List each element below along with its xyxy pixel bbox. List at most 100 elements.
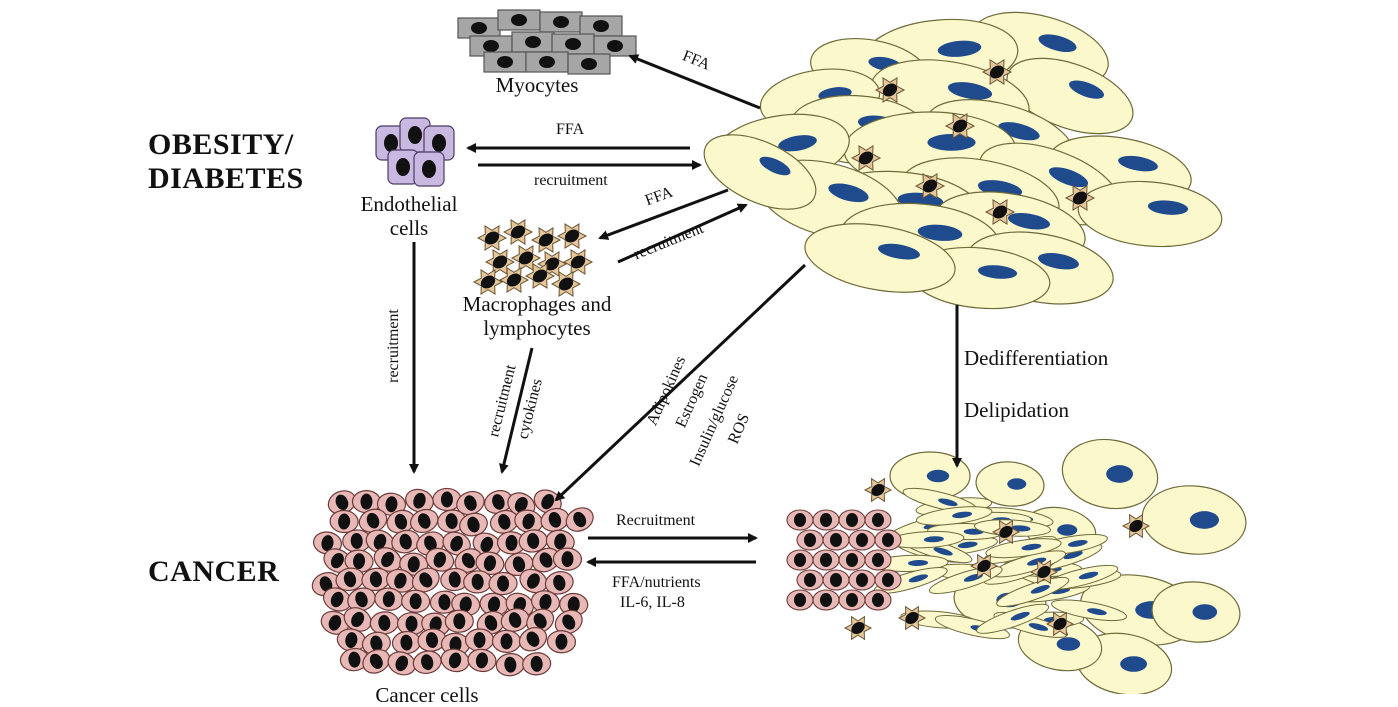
- cancer-cell-nucleus: [464, 495, 477, 511]
- myocyte-nucleus: [525, 36, 541, 48]
- stromal-cell-nucleus: [871, 483, 885, 497]
- cancer-cell-nucleus: [497, 575, 510, 592]
- cancer-cell-nucleus: [440, 491, 453, 508]
- cancer-cell-nucleus: [539, 552, 553, 568]
- cancer-cell-nucleus: [514, 497, 528, 513]
- adipocyte-nucleus: [1120, 656, 1148, 672]
- cancer-cell-nucleus: [794, 553, 806, 567]
- cancer-cell-nucleus: [405, 615, 418, 632]
- cancer-cell-nucleus: [555, 633, 568, 650]
- cancer-cell-nucleus: [328, 615, 342, 631]
- cancer-cell-nucleus: [856, 573, 868, 587]
- adipocyte-cell: [703, 134, 817, 210]
- arrow-macrophages-to-adipose: [617, 203, 748, 264]
- cancer-cell-nucleus: [445, 513, 458, 530]
- cancer-cell-nucleus: [450, 535, 463, 552]
- cancer-cell-nucleus: [399, 533, 412, 550]
- recruitment-label-endothelial-cancer: recruitment: [384, 309, 402, 383]
- fibroblast-nucleus: [908, 574, 929, 583]
- adipocyte-nucleus: [1057, 524, 1078, 536]
- cancer-cell-nucleus: [330, 591, 344, 608]
- adipocyte-nucleus: [1038, 253, 1079, 270]
- macrophage-cell-nucleus: [510, 225, 526, 239]
- myocyte-nucleus: [471, 22, 487, 34]
- cancer-cell-nucleus: [820, 593, 832, 607]
- cancer-cell-nucleus: [882, 533, 894, 547]
- stromal-cell-nucleus: [905, 611, 919, 625]
- fibroblast-nucleus: [1063, 550, 1083, 560]
- cancer-cell-nucleus: [351, 611, 365, 628]
- cancer-cell-nucleus: [554, 533, 567, 550]
- cancer-cell-nucleus: [407, 556, 420, 573]
- cancer-cell-nucleus: [573, 511, 587, 528]
- endothelial-label-line2: cells: [389, 216, 429, 240]
- arrow-adipose-to-cancer: [554, 263, 807, 502]
- cancer-cell-nucleus: [471, 573, 484, 590]
- cancer-cell-nucleus: [830, 573, 842, 587]
- myocyte-nucleus: [593, 20, 609, 32]
- cancer-cell-nucleus: [360, 493, 373, 510]
- endothelial-nucleus: [396, 158, 410, 176]
- cancer-cell-nucleus: [475, 652, 488, 669]
- cancer-cell-nucleus: [567, 596, 580, 613]
- cancer-cell-nucleus: [417, 513, 431, 529]
- cancer-cell-nucleus: [830, 533, 842, 547]
- cancer-cell-nucleus: [846, 513, 858, 527]
- adipocyte-nucleus: [1118, 155, 1158, 172]
- il6-il8-label: IL-6, IL-8: [620, 594, 685, 611]
- adipocyte-nucleus: [998, 122, 1040, 141]
- cancer-cell-nucleus: [395, 655, 409, 672]
- fibroblast-nucleus: [1027, 557, 1047, 566]
- endothelial-cells-label: Endothelial cells: [334, 192, 484, 240]
- arrow-macrophages-to-cancer: [499, 347, 534, 474]
- stromal-cell-nucleus: [989, 65, 1005, 79]
- adipocyte-nucleus: [1038, 34, 1077, 53]
- macrophage-cell-nucleus: [532, 269, 548, 283]
- adipocyte-nucleus: [1147, 200, 1189, 215]
- cancer-cell-nucleus: [467, 516, 480, 533]
- cancer-cell-nucleus: [553, 574, 566, 591]
- cancer-cell-nucleus: [366, 512, 380, 529]
- adipocyte-nucleus: [1189, 511, 1219, 529]
- macrophages-label-line1: Macrophages and: [462, 292, 612, 316]
- adipocyte-nucleus: [878, 243, 920, 260]
- fibroblast-nucleus: [938, 498, 958, 507]
- cancer-cell-nucleus: [394, 513, 408, 530]
- cancer-cell-nucleus: [473, 631, 486, 648]
- macrophage-cell-nucleus: [570, 255, 586, 269]
- arrow-adipose-to-macrophages: [598, 188, 729, 240]
- adipocyte-nucleus: [917, 224, 963, 241]
- cancer-cell-nucleus: [330, 552, 344, 569]
- macrophage-cell-nucleus: [558, 277, 574, 291]
- cancer-cell-nucleus: [382, 591, 395, 608]
- macrophage-cell-nucleus: [544, 257, 560, 271]
- stromal-cell-nucleus: [851, 621, 865, 635]
- cancer-cell-nucleus: [804, 533, 816, 547]
- myocyte-nucleus: [553, 16, 569, 28]
- stromal-cell-nucleus: [1072, 191, 1088, 205]
- cancer-cell-nucleus: [504, 656, 517, 673]
- cancer-cell-nucleus: [319, 576, 333, 592]
- cancer-cell-nucleus: [448, 571, 461, 588]
- cancer-cell-nucleus: [846, 553, 858, 567]
- cancer-cell-nucleus: [433, 551, 447, 568]
- stromal-cell-nucleus: [922, 179, 938, 193]
- cancer-cells-label: Cancer cells: [375, 683, 479, 707]
- cancer-cell-nucleus: [409, 593, 422, 610]
- cancer-cell-nucleus: [492, 494, 505, 510]
- cancer-cell-nucleus: [533, 613, 547, 629]
- cancer-cell-nucleus: [526, 631, 540, 647]
- adipocyte-nucleus: [1007, 478, 1027, 490]
- cancer-label: CANCER: [148, 555, 280, 588]
- adipocyte-nucleus: [828, 183, 869, 203]
- fibroblast-nucleus: [908, 560, 929, 567]
- adipocyte-nucleus: [977, 265, 1018, 279]
- cancer-cell-nucleus: [539, 594, 552, 610]
- cancer-cell-nucleus: [856, 533, 868, 547]
- adipocyte-cell: [804, 223, 956, 293]
- endothelial-label-line1: Endothelial: [360, 192, 458, 216]
- cancer-cell-nucleus: [381, 551, 395, 568]
- stromal-cell-nucleus: [992, 205, 1008, 219]
- cancer-cell-nucleus: [413, 492, 426, 509]
